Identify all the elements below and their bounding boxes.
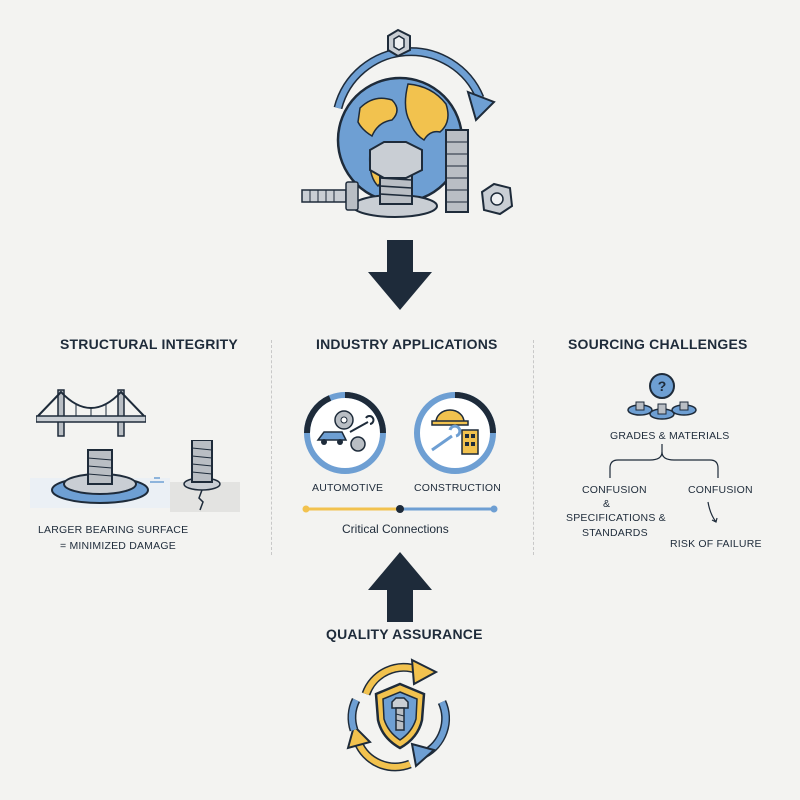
grades-materials-label: GRADES & MATERIALS — [610, 430, 730, 442]
construction-badge — [414, 392, 496, 474]
confusion-right-label: CONFUSION — [688, 484, 753, 496]
nut-icon — [387, 28, 411, 58]
construction-label: CONSTRUCTION — [414, 482, 501, 494]
ampersand-label: & — [603, 498, 611, 510]
structural-integrity-title: STRUCTURAL INTEGRITY — [60, 336, 238, 352]
bearing-surface-illustration — [30, 440, 240, 512]
connection-line — [302, 505, 498, 513]
wrench-icon — [431, 424, 462, 452]
side-bolt-icon — [301, 181, 359, 211]
quality-shield-cycle — [346, 658, 451, 772]
bridge-icon — [36, 389, 146, 437]
automotive-label: AUTOMOTIVE — [312, 482, 384, 494]
industry-applications-title: INDUSTRY APPLICATIONS — [316, 336, 498, 352]
car-icon — [316, 431, 348, 445]
sourcing-tree-lines — [609, 444, 719, 523]
confusion-left-label: CONFUSION — [582, 484, 647, 496]
structural-caption-line2: = MINIMIZED DAMAGE — [60, 540, 176, 552]
divider-left — [271, 340, 272, 555]
bolt-icon — [391, 697, 409, 731]
down-arrow-icon — [368, 240, 432, 310]
svg-text:?: ? — [658, 378, 667, 394]
standards-label: STANDARDS — [582, 527, 648, 539]
question-icon: ? — [649, 373, 675, 399]
divider-right — [533, 340, 534, 555]
building-icon — [461, 429, 479, 455]
critical-connections-label: Critical Connections — [342, 522, 449, 536]
hex-nut-icon — [480, 182, 514, 216]
automotive-badge — [303, 392, 386, 474]
washer-stack-icon — [445, 129, 469, 213]
quality-assurance-title: QUALITY ASSURANCE — [326, 626, 483, 642]
structural-caption-line1: LARGER BEARING SURFACE — [38, 524, 189, 536]
wrench-icon — [349, 415, 375, 433]
gear-icon — [334, 410, 366, 452]
hard-hat-icon — [431, 409, 469, 426]
bolt-icon — [352, 141, 438, 218]
grades-materials-icon: ? — [627, 373, 697, 420]
risk-of-failure-label: RISK OF FAILURE — [670, 538, 762, 550]
globe-fasteners-illustration — [301, 28, 514, 218]
sourcing-challenges-title: SOURCING CHALLENGES — [568, 336, 748, 352]
specifications-label: SPECIFICATIONS & — [566, 512, 666, 524]
up-arrow-icon — [368, 552, 432, 622]
